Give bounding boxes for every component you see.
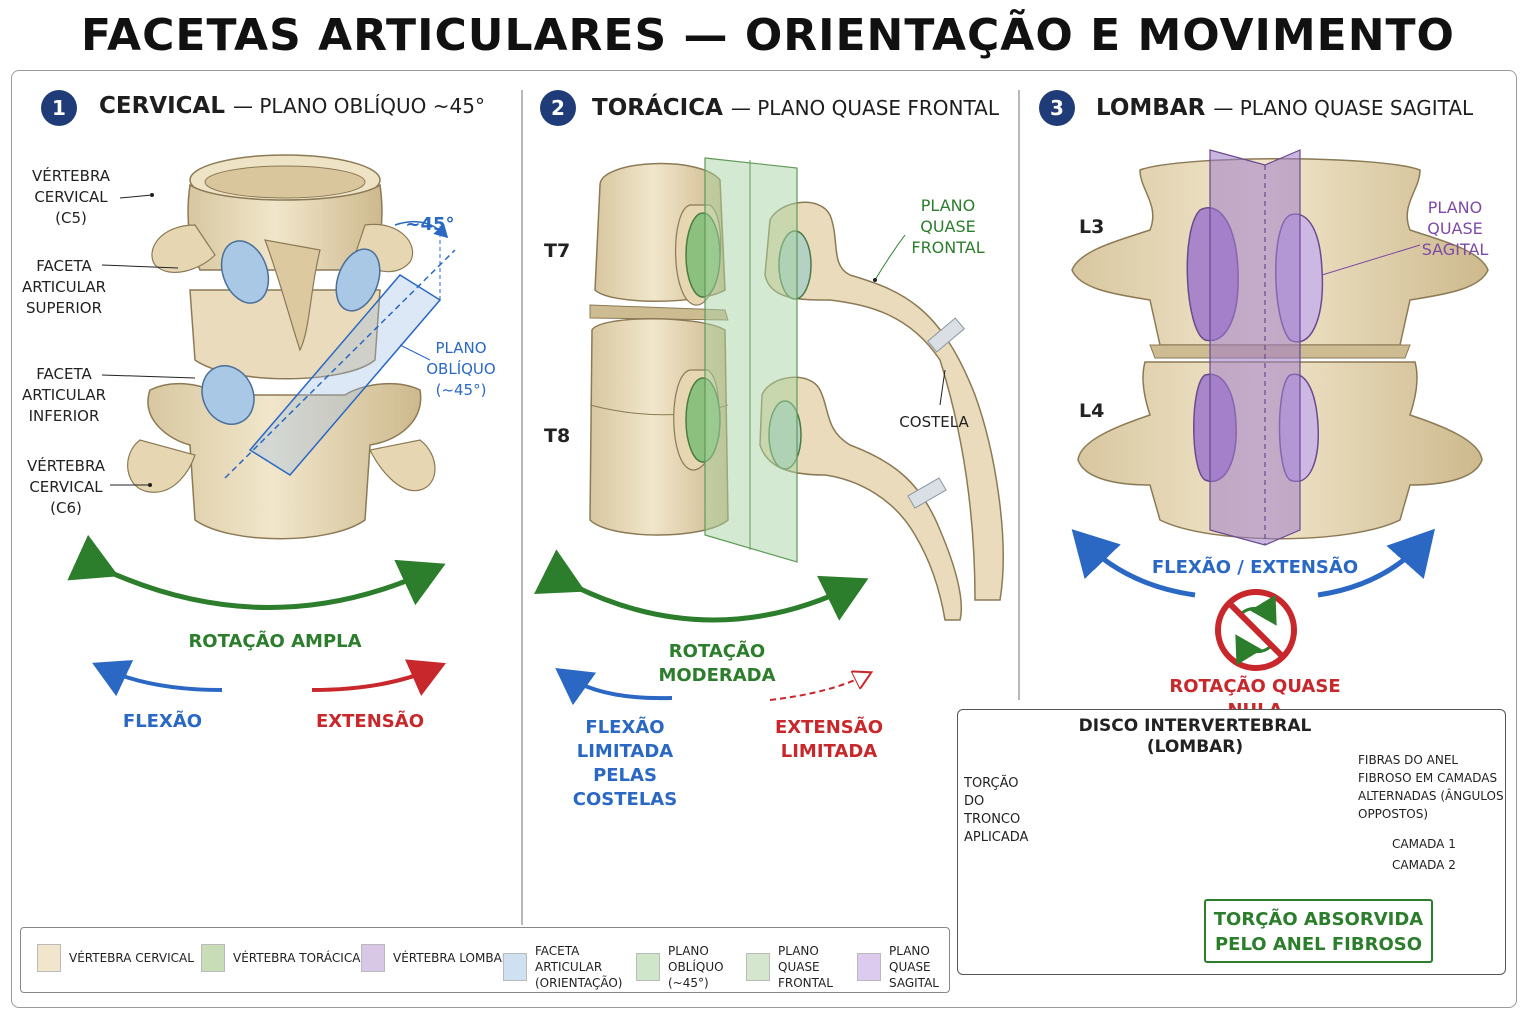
legend-label-frontal: PLANO QUASE FRONTAL — [778, 944, 833, 990]
inset-title: DISCO INTERVERTEBRAL (LOMBAR) — [1078, 716, 1312, 757]
legend-swatch-sagital — [857, 953, 881, 981]
legend-item-faceta: FACETA ARTICULAR (ORIENTAÇÃO) — [503, 943, 635, 991]
label-frontal-plane: PLANO QUASE FRONTAL — [911, 196, 985, 257]
page-title: FACETAS ARTICULARES — ORIENTAÇÃO E MOVIM… — [81, 10, 1455, 61]
text-flexion-limited: FLEXÃO LIMITADA PELAS COSTELAS — [572, 717, 678, 810]
text-extension-limited: EXTENSÃO LIMITADA — [774, 717, 883, 762]
inset-fibers-label: FIBRAS DO ANEL FIBROSO EM CAMADAS ALTERN… — [1358, 753, 1504, 821]
legend-label-cervical: VÉRTEBRA CERVICAL — [69, 951, 194, 965]
legend-item-cervical: VÉRTEBRA CERVICAL — [37, 944, 194, 972]
flexion-arrow-lumbar — [1071, 529, 1196, 598]
label-sagittal-plane: PLANO QUASE SAGITAL — [1421, 198, 1489, 259]
extension-limited-arrow — [769, 675, 866, 701]
legend-swatch-faceta — [503, 953, 527, 981]
label-t7: T7 — [544, 240, 571, 262]
panel-2-plane: — PLANO QUASE FRONTAL — [730, 96, 999, 120]
thoracic-vertebrae-illustration — [589, 157, 1004, 621]
panel-3-name: LOMBAR — [1096, 95, 1206, 121]
cervical-vertebrae-illustration — [127, 154, 456, 540]
legend-label-faceta: FACETA ARTICULAR (ORIENTAÇÃO) — [535, 944, 623, 990]
text-flexion-cervical: FLEXÃO — [122, 711, 203, 732]
no-rotation-icon — [1215, 589, 1297, 671]
legend-swatch-frontal — [746, 953, 770, 981]
main-frame — [11, 70, 1517, 1008]
torsion-absorbed-box: TORÇÃO ABSORVIDA PELO ANEL FIBROSO — [1204, 899, 1433, 963]
disc-inset-box — [957, 709, 1506, 975]
text-flex-ext-lumbar: FLEXÃO / EXTENSÃO — [1151, 557, 1359, 578]
panel-3-plane: — PLANO QUASE SAGITAL — [1213, 96, 1474, 120]
label-facet-inferior: FACETA ARTICULAR INFERIOR — [21, 365, 107, 425]
legend-label-obliquo: PLANO OBLÍQUO (~45°) — [668, 944, 724, 990]
flexion-arrow-cervical — [92, 660, 223, 697]
text-rotation-moderada: ROTAÇÃO MODERADA — [658, 641, 776, 686]
panel-1-header: CERVICAL — PLANO OBLÍQUO ~45° — [99, 93, 485, 119]
label-c6: VÉRTEBRA CERVICAL (C6) — [26, 457, 106, 517]
label-angle: ~45° — [405, 214, 455, 235]
legend-label-sagital: PLANO QUASE SAGITAL — [889, 944, 939, 990]
legend-layer1: CAMADA 1 — [1392, 837, 1456, 851]
text-rotation-ampla: ROTAÇÃO AMPLA — [188, 631, 362, 652]
label-facet-superior: FACETA ARTICULAR SUPERIOR — [21, 257, 107, 317]
legend-item-sagital: PLANO QUASE SAGITAL — [857, 943, 961, 991]
label-oblique-plane: PLANO OBLÍQUO (~45°) — [426, 339, 496, 399]
panel-1-plane: — PLANO OBLÍQUO ~45° — [233, 94, 485, 118]
rotation-ampla-arrow — [67, 534, 446, 610]
legend-item-frontal: PLANO QUASE FRONTAL — [746, 943, 850, 991]
flexion-limited-arrow — [555, 668, 673, 706]
panel-3-number: 3 — [1039, 90, 1075, 126]
legend-swatch-toracica — [201, 944, 225, 972]
legend-label-toracica: VÉRTEBRA TORÁCICA — [233, 951, 361, 965]
inset-torsion-label: TORÇÃO DO TRONCO APLICADA — [964, 776, 1029, 845]
panel-3-header: LOMBAR — PLANO QUASE SAGITAL — [1096, 95, 1473, 121]
legend-item-obliquo: PLANO OBLÍQUO (~45°) — [636, 943, 748, 991]
legend-swatch-cervical — [37, 944, 61, 972]
panel-2-header: TORÁCICA — PLANO QUASE FRONTAL — [592, 95, 999, 121]
legend-item-toracica: VÉRTEBRA TORÁCICA — [201, 944, 360, 972]
panel-1-name: CERVICAL — [99, 93, 225, 119]
extension-arrow-lumbar — [1317, 528, 1435, 598]
rotation-moderada-arrow — [534, 549, 869, 623]
label-rib: COSTELA — [899, 413, 969, 431]
label-l4: L4 — [1079, 400, 1105, 422]
lumbar-vertebrae-illustration — [1071, 149, 1489, 546]
legend-swatch-obliquo — [636, 953, 660, 981]
label-c5: VÉRTEBRA CERVICAL (C5) — [31, 167, 111, 227]
extension-arrow-cervical — [311, 659, 446, 696]
panel-2-name: TORÁCICA — [592, 95, 723, 121]
panel-1-number: 1 — [41, 90, 77, 126]
legend-item-lombar: VÉRTEBRA LOMBAR — [361, 944, 510, 972]
legend-swatch-lombar — [361, 944, 385, 972]
panel-2-number: 2 — [540, 90, 576, 126]
text-extension-cervical: EXTENSÃO — [315, 711, 424, 732]
label-l3: L3 — [1079, 216, 1105, 238]
label-t8: T8 — [544, 425, 571, 447]
legend-label-lombar: VÉRTEBRA LOMBAR — [393, 951, 511, 965]
legend-layer2: CAMADA 2 — [1392, 858, 1456, 872]
legend: VÉRTEBRA CERVICAL VÉRTEBRA TORÁCICA VÉRT… — [20, 927, 950, 993]
